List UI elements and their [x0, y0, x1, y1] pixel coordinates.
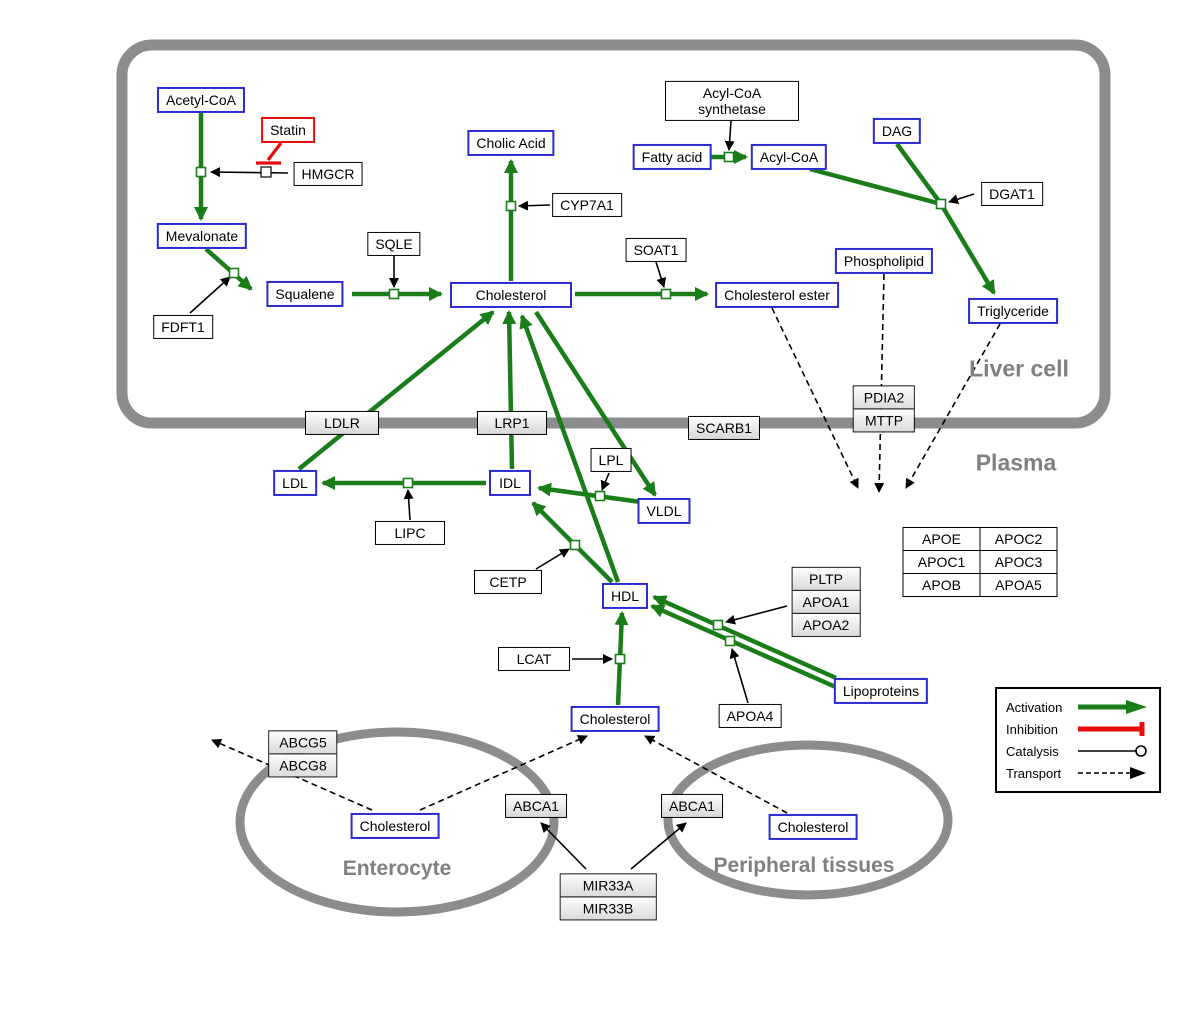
legend: Activation Inhibition Catalysis Transpor…: [995, 687, 1161, 793]
node-lipoproteins[interactable]: Lipoproteins: [833, 677, 929, 705]
node-cholesterol-peripheral[interactable]: Cholesterol: [768, 813, 858, 841]
node-dag[interactable]: DAG: [872, 117, 922, 145]
node-cyp7a1[interactable]: CYP7A1: [552, 192, 622, 218]
activation-edges: [194, 113, 996, 706]
node-cholesterol-enterocyte[interactable]: Cholesterol: [350, 812, 440, 840]
node-cholesterol-plasma[interactable]: Cholesterol: [570, 705, 660, 733]
node-cetp[interactable]: CETP: [474, 569, 542, 595]
node-mir33b[interactable]: MIR33B: [560, 896, 656, 920]
legend-activation-label: Activation: [1006, 699, 1063, 715]
node-lcat[interactable]: LCAT: [498, 646, 570, 672]
node-ldl[interactable]: LDL: [273, 469, 317, 497]
node-mevalonate[interactable]: Mevalonate: [156, 222, 248, 250]
legend-inhibition: Inhibition: [1006, 718, 1150, 740]
inhibition-anchor-square: [260, 166, 272, 178]
peripheral-tissues-membrane: [663, 740, 953, 900]
node-cholesterol-liver[interactable]: Cholesterol: [450, 281, 572, 309]
label-enterocyte: Enterocyte: [342, 857, 452, 880]
node-apoe[interactable]: APOE: [902, 527, 981, 551]
node-apoc1[interactable]: APOC1: [902, 550, 981, 574]
node-mir33-complex[interactable]: MIR33A MIR33B: [559, 873, 657, 921]
node-abca1-peripheral[interactable]: ABCA1: [661, 793, 723, 819]
node-statin[interactable]: Statin: [261, 116, 315, 144]
label-peripheral-tissues: Peripheral tissues: [713, 854, 895, 877]
node-pdia2-mttp-complex[interactable]: PDIA2 MTTP: [852, 385, 916, 433]
node-pdia2[interactable]: PDIA2: [853, 386, 915, 409]
node-apoc3[interactable]: APOC3: [979, 550, 1058, 574]
node-apob[interactable]: APOB: [902, 573, 981, 597]
node-hdl[interactable]: HDL: [601, 582, 649, 610]
catalysis-circle-icon: [1078, 745, 1147, 757]
node-idl[interactable]: IDL: [489, 469, 531, 497]
node-lipc[interactable]: LIPC: [375, 520, 445, 546]
node-apoa4[interactable]: APOA4: [718, 703, 782, 729]
label-liver-cell: Liver cell: [969, 355, 1069, 382]
node-cholesterol-ester[interactable]: Cholesterol ester: [715, 281, 839, 309]
enterocyte-membrane: [235, 727, 559, 917]
node-phospholipid[interactable]: Phospholipid: [834, 247, 934, 275]
legend-transport-label: Transport: [1006, 765, 1062, 781]
node-cholic-acid[interactable]: Cholic Acid: [467, 129, 555, 157]
node-hmgcr[interactable]: HMGCR: [293, 161, 363, 187]
node-abcg5[interactable]: ABCG5: [269, 731, 337, 754]
inhibition-edge-statin: [256, 142, 283, 165]
node-pltp[interactable]: PLTP: [792, 567, 860, 590]
node-acyl-coa-synthetase-line1: Acyl-CoA: [702, 84, 762, 101]
activation-arrow-icon: [1078, 700, 1147, 714]
legend-inhibition-label: Inhibition: [1006, 721, 1059, 737]
node-triglyceride[interactable]: Triglyceride: [968, 297, 1058, 325]
transport-dashed-arrow-icon: [1078, 767, 1146, 779]
node-mttp[interactable]: MTTP: [853, 408, 915, 432]
node-sqle[interactable]: SQLE: [367, 231, 421, 257]
node-scarb1[interactable]: SCARB1: [687, 415, 761, 441]
label-plasma: Plasma: [975, 449, 1057, 476]
node-apoa2[interactable]: APOA2: [792, 613, 860, 637]
node-fatty-acid[interactable]: Fatty acid: [632, 143, 712, 171]
node-squalene[interactable]: Squalene: [266, 280, 344, 308]
legend-transport: Transport: [1006, 762, 1150, 784]
node-acetyl-coa[interactable]: Acetyl-CoA: [156, 86, 246, 114]
node-dgat1[interactable]: DGAT1: [981, 181, 1043, 207]
catalysis-edges: [189, 120, 975, 870]
node-fdft1[interactable]: FDFT1: [153, 314, 213, 340]
node-abcg5-abcg8-complex[interactable]: ABCG5 ABCG8: [268, 730, 338, 778]
node-lrp1[interactable]: LRP1: [477, 410, 547, 436]
node-ldlr[interactable]: LDLR: [305, 410, 379, 436]
node-vldl[interactable]: VLDL: [637, 497, 691, 525]
node-acyl-coa-synthetase-line2: synthetase: [698, 101, 766, 117]
node-acyl-coa-synthetase[interactable]: Acyl-CoA synthetase: [665, 80, 799, 122]
node-acyl-coa-2[interactable]: Acyl-CoA: [750, 143, 828, 171]
node-soat1[interactable]: SOAT1: [625, 237, 687, 263]
inhibition-tbar-icon: [1078, 722, 1145, 736]
transport-edges: [211, 273, 1001, 814]
node-apoa5[interactable]: APOA5: [979, 573, 1058, 597]
reaction-nodes: [195, 151, 947, 665]
legend-catalysis: Catalysis: [1006, 740, 1150, 762]
legend-activation: Activation: [1006, 696, 1150, 718]
node-apoa1[interactable]: APOA1: [792, 589, 860, 614]
node-pltp-apoa1-apoa2-complex[interactable]: PLTP APOA1 APOA2: [791, 566, 861, 638]
node-mir33a[interactable]: MIR33A: [560, 874, 656, 897]
compartment-membranes: [116, 39, 1111, 917]
legend-catalysis-label: Catalysis: [1006, 743, 1059, 759]
node-lpl[interactable]: LPL: [590, 447, 632, 473]
node-apoc2[interactable]: APOC2: [979, 527, 1058, 551]
node-abcg8[interactable]: ABCG8: [269, 753, 337, 777]
apolipoprotein-table: APOE APOC2 APOC1 APOC3 APOB APOA5: [902, 527, 1058, 597]
liver-cell-membrane: [116, 39, 1111, 429]
node-abca1-enterocyte[interactable]: ABCA1: [505, 793, 567, 819]
